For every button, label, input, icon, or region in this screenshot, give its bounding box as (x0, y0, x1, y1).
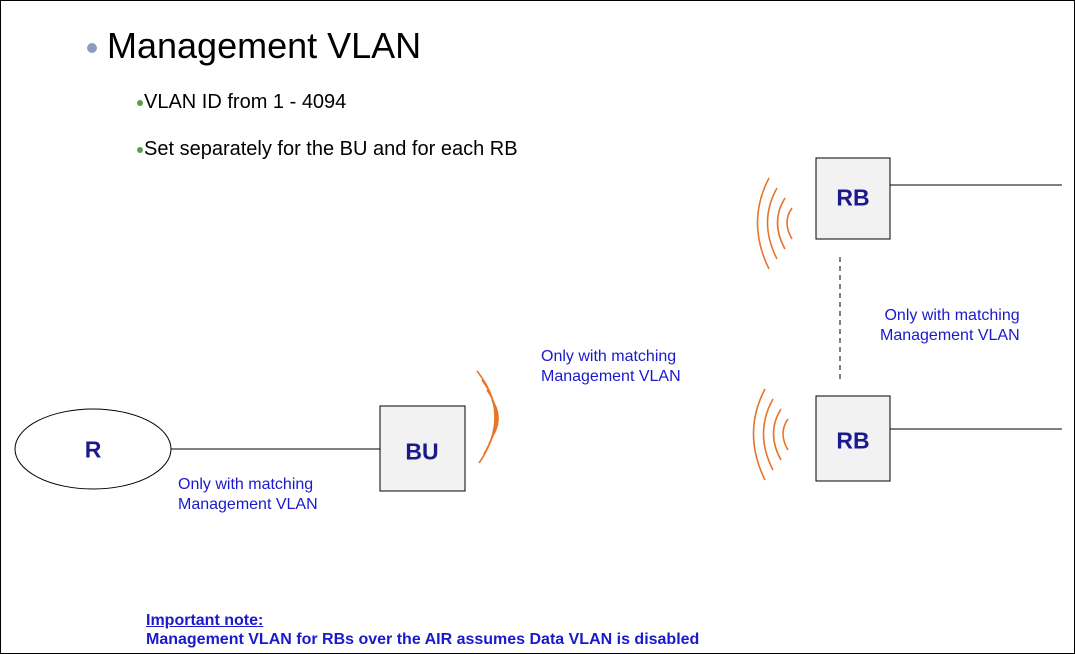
important-note-text: Management VLAN for RBs over the AIR ass… (146, 631, 700, 648)
note-line: Only with matching (178, 476, 314, 493)
bullet-dot (137, 99, 143, 106)
bu-wireless-icon (476, 370, 499, 464)
bullet-text: VLAN ID from 1 - 4094 (144, 91, 347, 113)
note-line: Only with matching (884, 307, 1020, 324)
bu-node (379, 405, 466, 492)
rb-bottom-wireless-icon (752, 388, 789, 481)
slide-title: Management VLAN (107, 25, 422, 66)
note-line: Management VLAN (880, 327, 1020, 344)
note-rb-rb-link: Only with matching Management VLAN (880, 306, 1020, 346)
bullet-set-separately: Set separately for the BU and for each R… (137, 138, 518, 161)
router-label: R (84, 436, 102, 463)
note-air-link: Only with matching Management VLAN (541, 347, 681, 387)
note-r-bu-link: Only with matching Management VLAN (178, 475, 318, 515)
rb-top-label: RB (836, 184, 870, 211)
title-bullet (87, 43, 97, 53)
note-line: Only with matching (541, 348, 677, 365)
rb-bottom-node (815, 395, 891, 482)
rb-bottom-label: RB (836, 427, 870, 454)
rb-top-node (815, 157, 891, 240)
router-node (14, 408, 172, 490)
title-row: Management VLAN (87, 25, 421, 67)
important-note: Important note: Management VLAN for RBs … (146, 611, 699, 649)
note-line: Management VLAN (178, 496, 318, 513)
bullet-vlan-id-range: VLAN ID from 1 - 4094 (137, 91, 346, 114)
bullet-dot (137, 146, 143, 153)
bullet-text: Set separately for the BU and for each R… (144, 138, 518, 160)
note-line: Management VLAN (541, 368, 681, 385)
important-note-heading: Important note: (146, 612, 264, 629)
bu-label: BU (405, 438, 439, 465)
rb-top-wireless-icon (756, 177, 793, 270)
